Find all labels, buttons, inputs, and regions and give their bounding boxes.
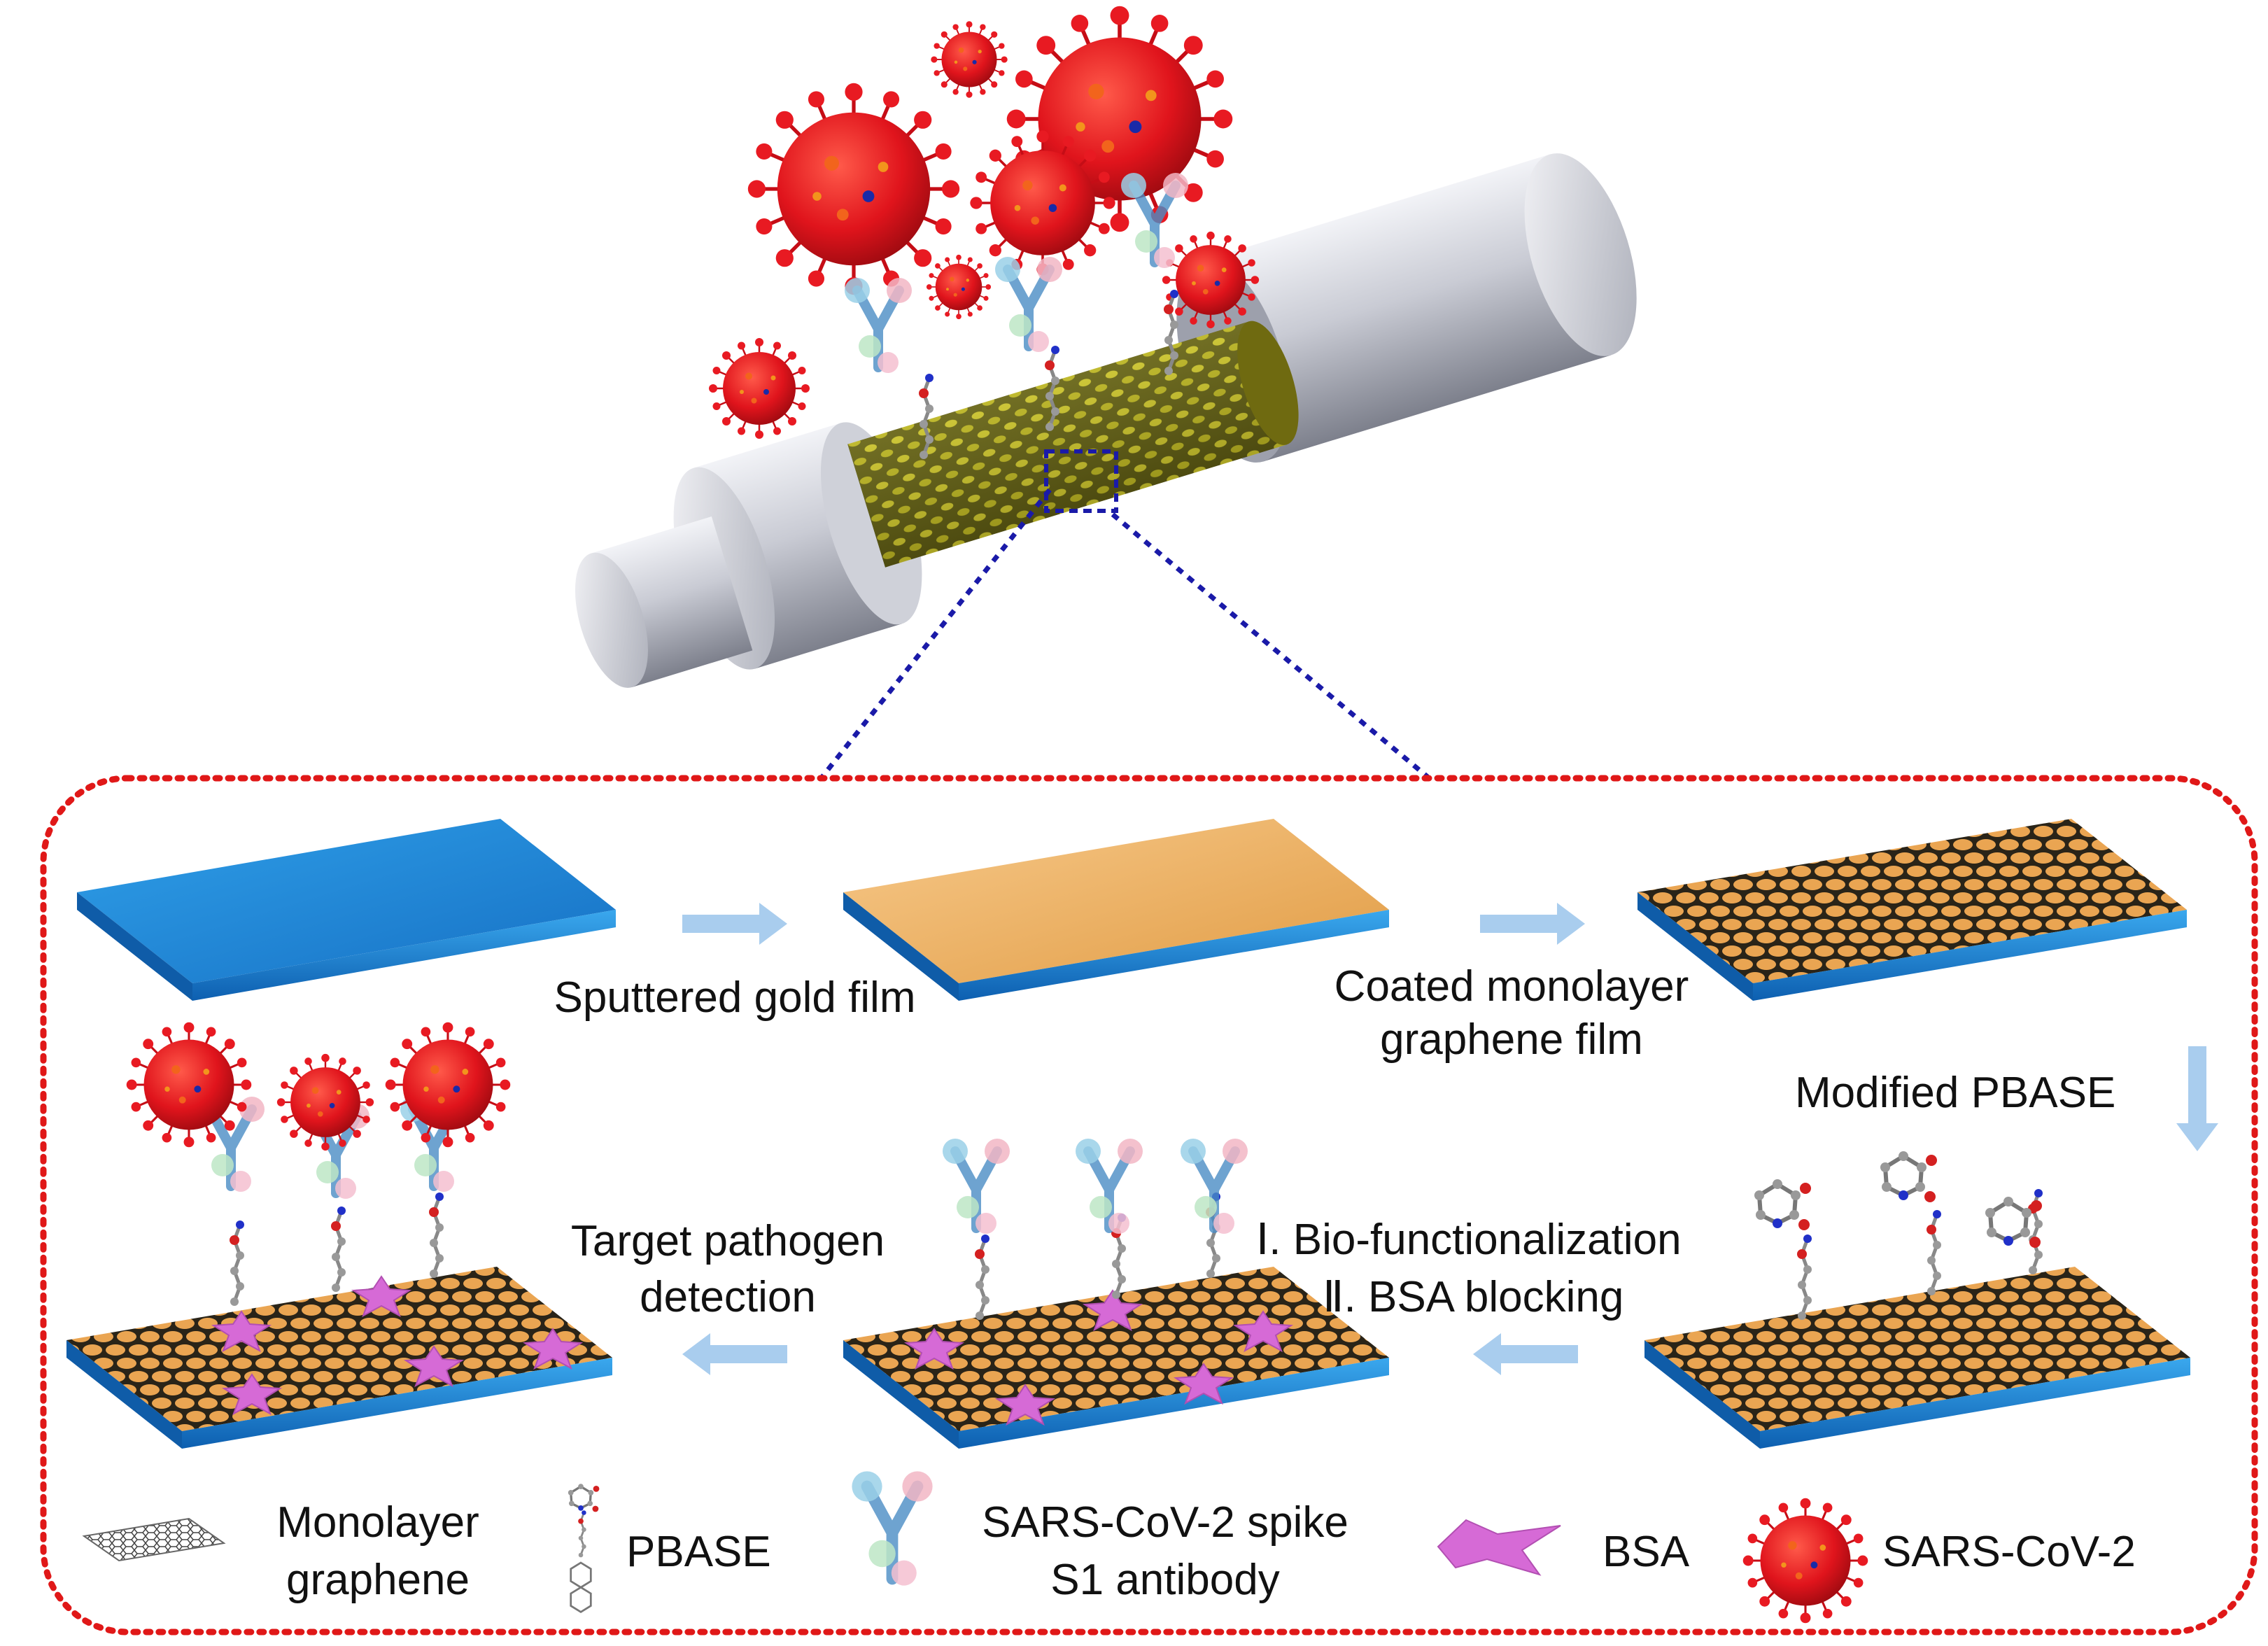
legend-virus-label: SARS-CoV-2: [1882, 1528, 2136, 1576]
legend-bsa-label: BSA: [1603, 1528, 1690, 1576]
slab-antibody-bsa: [843, 1139, 1389, 1449]
slab-virus-detection: [66, 1021, 612, 1449]
label-sputtered-gold-film: Sputtered gold film: [554, 973, 916, 1022]
label-bio-functionalization: Ⅰ. Bio-functionalization: [1256, 1216, 1682, 1264]
label-detection: detection: [640, 1273, 816, 1321]
slab-graphene-film: [1637, 819, 2187, 1001]
arrow-step5: [682, 1333, 787, 1375]
slab-gold-film: [843, 819, 1389, 1001]
label-target-pathogen: Target pathogen: [570, 1217, 885, 1265]
label-coated-graphene-line1: Coated monolayer: [1334, 962, 1689, 1011]
fiber-probe: [575, 153, 1637, 688]
legend-antibody-label-line2: S1 antibody: [1050, 1556, 1280, 1604]
legend-graphene-icon: [82, 1517, 226, 1562]
slab-blue-substrate: [77, 819, 616, 1001]
legend-pbase-label: PBASE: [626, 1528, 771, 1576]
legend-antibody-icon: [852, 1471, 932, 1585]
arrow-step2: [1480, 903, 1585, 945]
process-panel: [40, 775, 2258, 1636]
arrow-down: [2176, 1046, 2218, 1151]
legend-graphene-label-line2: graphene: [286, 1556, 470, 1604]
legend-bsa-icon: [1437, 1519, 1561, 1576]
label-modified-pbase: Modified PBASE: [1795, 1069, 2116, 1117]
arrow-step1: [682, 903, 787, 945]
legend-graphene-label-line1: Monolayer: [276, 1498, 479, 1547]
arrow-step4: [1473, 1333, 1578, 1375]
label-coated-graphene-line2: graphene film: [1380, 1015, 1643, 1064]
legend-pbase-icon: [567, 1482, 601, 1614]
legend-virus-icon: [1742, 1497, 1869, 1624]
legend-antibody-label-line1: SARS-CoV-2 spike: [982, 1498, 1348, 1547]
zoom-lines: [820, 488, 1430, 779]
slab-pbase-modified: [1644, 1151, 2190, 1449]
label-bsa-blocking: Ⅱ. BSA blocking: [1323, 1273, 1624, 1321]
